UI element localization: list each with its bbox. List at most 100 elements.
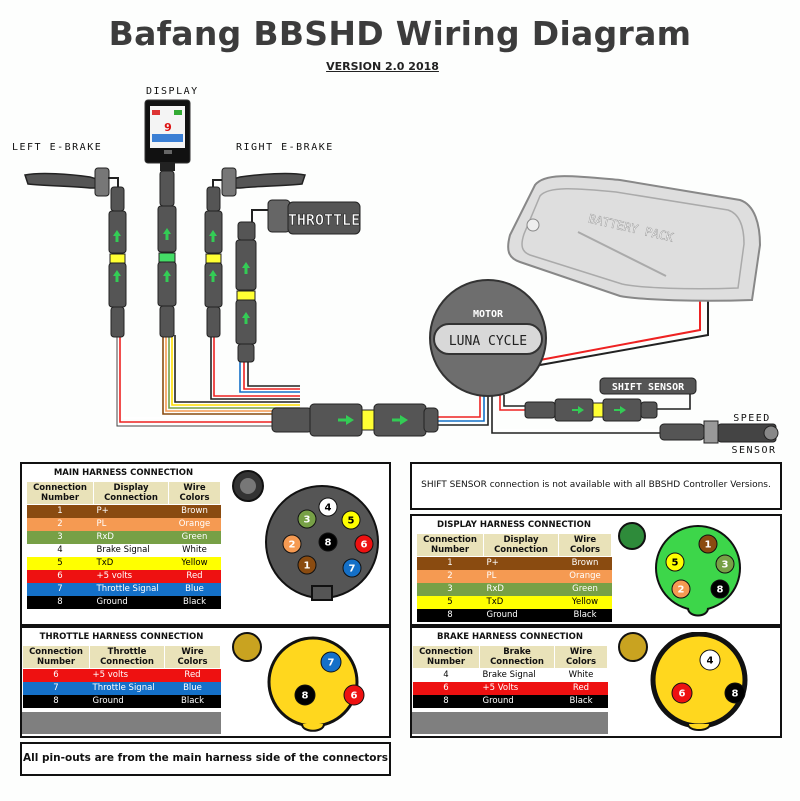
brake-table-filler <box>412 712 608 734</box>
pin-label: 5 <box>348 516 355 527</box>
row-number: 2 <box>447 571 453 581</box>
shift-sensor-label: SHIFT SENSOR <box>612 382 685 393</box>
speed-label: SPEED <box>733 413 771 424</box>
right-brake-lever <box>212 167 306 197</box>
row-number: 3 <box>57 532 63 542</box>
col-connection-number: Connection Number <box>412 645 480 669</box>
display-label: DISPLAY <box>146 86 199 97</box>
row-connection: TxD <box>486 597 504 607</box>
row-wire-color: Brown <box>181 506 208 516</box>
left-brake-label: LEFT E-BRAKE <box>12 142 103 153</box>
display-unit <box>144 99 191 171</box>
pin-label: 8 <box>717 585 724 596</box>
footer-box: All pin-outs are from the main harness s… <box>20 742 391 776</box>
row-wire-color: Yellow <box>571 597 599 607</box>
footer-text: All pin-outs are from the main harness s… <box>23 752 388 764</box>
row-connection: PL <box>96 519 107 529</box>
col-throttle-connection: Throttle Connection <box>89 645 165 669</box>
row-connection: RxD <box>486 584 504 594</box>
row-wire-color: Red <box>186 571 203 581</box>
throttle-grip <box>267 199 361 235</box>
pin-7 <box>342 558 362 578</box>
brake-harness-title: BRAKE HARNESS CONNECTION <box>437 632 583 642</box>
row-wire-color: Blue <box>183 683 202 693</box>
row-connection: Ground <box>92 696 124 706</box>
row-number: 7 <box>53 683 59 693</box>
pin-2 <box>671 579 691 599</box>
throttle-connector <box>235 209 270 363</box>
row-wire-color: Orange <box>569 571 601 581</box>
pin-5 <box>665 552 685 572</box>
sensor-label: SENSOR <box>731 445 776 456</box>
display-harness-table: Connection Number Display Connection Wir… <box>416 533 612 622</box>
row-connection: +5 Volts <box>482 683 519 693</box>
page-title: Bafang BBSHD Wiring Diagram <box>108 14 692 53</box>
table-row: 1 P+ Brown <box>26 504 221 518</box>
motor <box>429 279 547 397</box>
row-connection: TxD <box>96 558 114 568</box>
table-row: 6 +5 Volts Red <box>412 682 608 695</box>
pin-7 <box>320 651 342 673</box>
pin-label: 7 <box>349 564 356 575</box>
pin-label: 7 <box>328 658 335 669</box>
row-connection: Throttle Signal <box>96 584 159 594</box>
throttle-connector-photo <box>232 632 262 662</box>
row-number: 1 <box>57 506 63 516</box>
brake-connector-photo <box>618 632 648 662</box>
pin-8 <box>294 684 316 706</box>
row-number: 2 <box>57 519 63 529</box>
row-connection: Ground <box>96 597 128 607</box>
row-connection: Brake Signal <box>96 545 150 555</box>
row-wire-color: Brown <box>571 558 599 568</box>
pin-6 <box>671 682 693 704</box>
col-connection-number: Connection Number <box>26 481 94 505</box>
row-wire-color: Red <box>184 670 201 680</box>
main-harness-title: MAIN HARNESS CONNECTION <box>53 468 194 478</box>
col-wire-colors: Wire Colors <box>164 645 221 669</box>
col-wire-colors: Wire Colors <box>168 481 221 505</box>
pin-4 <box>318 497 338 517</box>
main-harness-table: Connection Number Display Connection Wir… <box>26 481 221 609</box>
pin-4 <box>699 649 721 671</box>
row-wire-color: White <box>568 670 594 680</box>
version-label: VERSION 2.0 2018 <box>326 60 439 73</box>
row-wire-color: Red <box>572 683 590 693</box>
pin-label: 3 <box>722 560 729 571</box>
pin-label: 5 <box>672 558 679 569</box>
main-harness-connector <box>271 403 439 437</box>
pin-label: 8 <box>325 538 332 549</box>
row-number: 6 <box>53 670 59 680</box>
brake-harness-box: BRAKE HARNESS CONNECTION Connection Numb… <box>410 626 782 738</box>
row-number: 4 <box>443 670 449 680</box>
row-number: 4 <box>57 545 63 555</box>
col-connection-number: Connection Number <box>22 645 90 669</box>
display-connector <box>157 170 177 338</box>
row-wire-color: Black <box>183 597 206 607</box>
row-connection: PL <box>486 571 497 581</box>
pin-label: 6 <box>679 689 686 700</box>
row-connection: Ground <box>486 610 518 620</box>
pin-label: 4 <box>707 656 714 667</box>
row-connection: Ground <box>482 696 514 706</box>
row-number: 6 <box>443 683 449 693</box>
wiring-diagram: 9 THR <box>24 99 779 456</box>
row-connection: Brake Signal <box>482 670 536 680</box>
row-number: 3 <box>447 584 453 594</box>
pin-1 <box>698 534 718 554</box>
row-connection: P+ <box>96 506 109 516</box>
row-connection: +5 volts <box>92 670 129 680</box>
pin-label: 2 <box>678 585 685 596</box>
row-number: 1 <box>447 558 453 568</box>
row-number: 8 <box>447 610 453 620</box>
row-number: 8 <box>53 696 59 706</box>
table-row: 6 +5 volts Red <box>22 668 221 682</box>
pin-label: 2 <box>289 540 296 551</box>
